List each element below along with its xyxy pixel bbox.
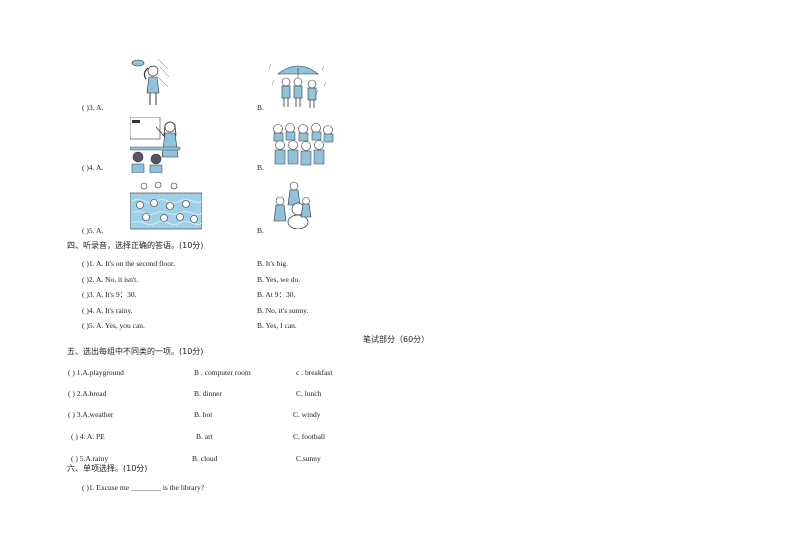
listening-q3: ( )3. A. It's 9：30. [82,290,137,299]
odd-one-out-q1-option-b: B . computer room [194,368,251,377]
section4-heading: 四、听录音，选择正确的答语。(10分) [67,241,204,250]
listening-q4-option-b: B. No, it's sunny. [257,306,309,315]
odd-one-out-q3: ( ) 3.A.weather [68,410,114,419]
listening-q5-option-b: B. Yes, I can. [257,321,297,330]
listening-q3-option-b: B. At 9：30. [257,290,296,299]
listening-q1-option-b: B. It's big. [257,259,288,268]
picture-q3-option-b-label: B. [257,103,264,112]
odd-one-out-q5-option-c: C.sunny [296,454,321,463]
odd-one-out-q5-option-b: B. cloud [192,454,218,463]
listening-q5: ( )5. A. Yes, you can. [82,321,145,330]
odd-one-out-q5: ( ) 5.A.rainy [71,454,109,463]
snowman-illustration [270,181,314,229]
odd-one-out-q3-option-c: C. windy [293,410,321,419]
picture-q5-number: ( )5. A. [82,226,104,235]
odd-one-out-q2: ( ) 2.A.bread [68,389,107,398]
listening-q4: ( )4. A. It's rainy. [82,306,133,315]
odd-one-out-q3-option-b: B. hot [194,410,213,419]
written-part-heading: 笔试部分（60分） [363,335,430,344]
odd-one-out-q1-option-c: c . breakfast [296,368,333,377]
listening-q2-option-b: B. Yes, we do. [257,275,301,284]
listening-q2: ( )2. A. No, it isn't. [82,275,139,284]
odd-one-out-q2-option-b: B. dinner [194,389,222,398]
rainy-umbrella-illustration [268,60,328,110]
listening-q1: ( )1. A. It's on the second floor. [82,259,176,268]
odd-one-out-q4-option-c: C. football [293,432,326,441]
picture-q4-option-b-label: B. [257,163,264,172]
odd-one-out-q4: ( ) 4. A. PE [71,432,105,441]
classroom-teacher-illustration [130,117,182,173]
group-of-children-illustration [270,123,336,171]
section5-heading: 五、选出每组中不同类的一项。(10分) [67,347,204,356]
picture-q5-option-b-label: B. [257,226,264,235]
odd-one-out-q1: ( ) 1.A.playground [68,368,124,377]
windy-girl-illustration [128,55,170,111]
multiple-choice-q1: ( )1. Excuse me ________ is the library? [82,483,205,492]
section6-heading: 六、单项选择。(10分) [67,464,148,473]
odd-one-out-q2-option-c: C. lunch [296,389,322,398]
picture-q3-number: ( )3. A. [82,103,104,112]
picture-q4-number: ( )4. A. [82,163,104,172]
odd-one-out-q4-option-b: B. art [196,432,213,441]
swimming-pool-illustration [130,181,202,231]
